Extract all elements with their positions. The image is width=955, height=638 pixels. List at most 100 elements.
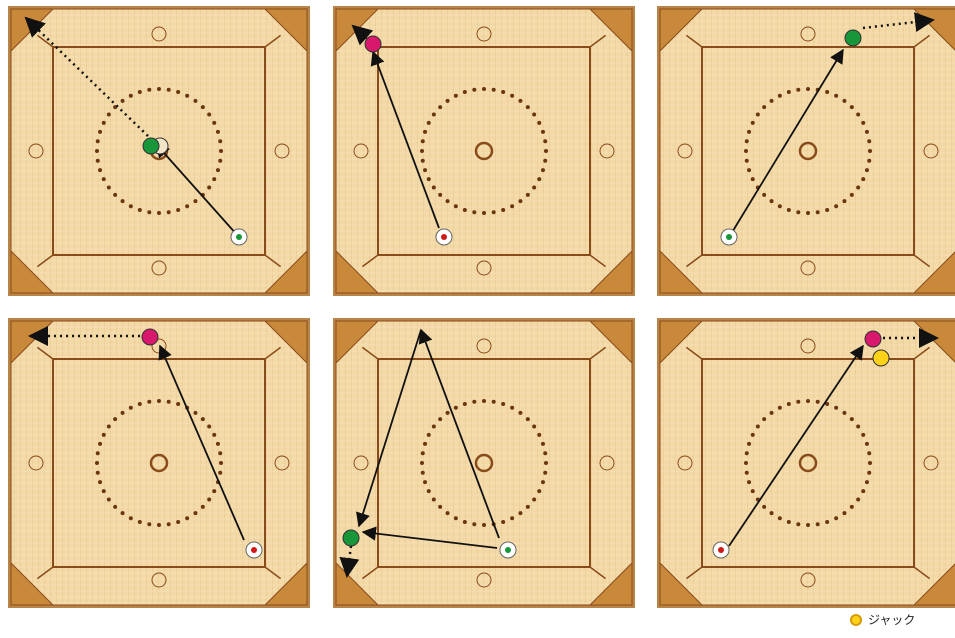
center-dot <box>423 442 427 446</box>
center-dot <box>201 417 205 421</box>
center-dot <box>747 480 751 484</box>
center-dot <box>432 425 436 429</box>
center-dot <box>98 442 102 446</box>
board-4-drawing <box>8 318 310 608</box>
center-dot <box>510 516 514 520</box>
center-dot <box>454 406 458 410</box>
center-dot <box>482 523 486 527</box>
center-dot <box>121 511 125 515</box>
center-dot <box>482 211 486 215</box>
center-dot <box>147 400 151 404</box>
center-dot <box>796 88 800 92</box>
center-dot <box>185 516 189 520</box>
center-dot <box>526 105 530 109</box>
center-dot <box>532 113 536 117</box>
center-dot <box>518 411 522 415</box>
center-dot <box>816 210 820 214</box>
center-dot <box>526 193 530 197</box>
center-dot <box>825 90 829 94</box>
center-dot <box>745 159 749 163</box>
center-dot <box>423 130 427 134</box>
center-dot <box>420 461 424 465</box>
center-dot <box>472 88 476 92</box>
center-dot <box>537 433 541 437</box>
center-dot <box>102 121 106 125</box>
center-dot <box>121 199 125 203</box>
center-dot <box>423 480 427 484</box>
center-dot <box>121 411 125 415</box>
center-dot <box>778 94 782 98</box>
center-dot <box>219 149 223 153</box>
center-dot <box>778 516 782 520</box>
center-dot <box>806 211 810 215</box>
striker-center <box>251 547 257 553</box>
center-dot <box>751 121 755 125</box>
center-dot <box>138 402 142 406</box>
center-dot <box>778 406 782 410</box>
center-dot <box>850 417 854 421</box>
center-dot <box>472 400 476 404</box>
center-dot <box>541 168 545 172</box>
center-dot <box>107 185 111 189</box>
center-dot <box>842 511 846 515</box>
center-dot <box>834 516 838 520</box>
center-dot <box>501 90 505 94</box>
center-dot <box>423 168 427 172</box>
center-dot <box>770 411 774 415</box>
center-dot <box>770 99 774 103</box>
center-dot <box>176 402 180 406</box>
center-dot <box>107 425 111 429</box>
target-piece <box>343 530 359 546</box>
center-dot <box>212 489 216 493</box>
center-dot <box>756 113 760 117</box>
center-dot <box>438 417 442 421</box>
center-dot <box>492 88 496 92</box>
center-dot <box>834 406 838 410</box>
center-dot <box>842 411 846 415</box>
center-dot <box>96 451 100 455</box>
center-dot <box>176 90 180 94</box>
center-dot <box>537 121 541 125</box>
carrom-board-6 <box>657 318 955 608</box>
target-piece <box>865 331 881 347</box>
center-dot <box>865 442 869 446</box>
center-dot <box>176 520 180 524</box>
center-dot <box>421 139 425 143</box>
center-dot <box>218 471 222 475</box>
center-dot <box>463 520 467 524</box>
center-dot <box>427 177 431 181</box>
center-dot <box>744 149 748 153</box>
center-dot <box>501 520 505 524</box>
center-dot <box>796 522 800 526</box>
striker-center <box>718 547 724 553</box>
center-dot <box>107 113 111 117</box>
center-dot <box>816 522 820 526</box>
center-dot <box>427 489 431 493</box>
center-dot <box>825 208 829 212</box>
center-dot <box>446 199 450 203</box>
center-dot <box>121 99 125 103</box>
board-surface <box>336 321 632 605</box>
center-dot <box>543 471 547 475</box>
center-dot <box>543 139 547 143</box>
legend: ジャック <box>850 611 915 628</box>
center-dot <box>787 90 791 94</box>
center-dot <box>98 130 102 134</box>
center-dot <box>96 139 100 143</box>
center-dot <box>745 471 749 475</box>
center-dot <box>113 417 117 421</box>
center-dot <box>482 87 486 91</box>
center-dot <box>432 185 436 189</box>
center-dot <box>747 168 751 172</box>
center-dot <box>856 425 860 429</box>
center-dot <box>446 511 450 515</box>
center-dot <box>861 121 865 125</box>
center-dot <box>770 511 774 515</box>
center-dot <box>510 204 514 208</box>
center-dot <box>787 520 791 524</box>
center-dot <box>865 130 869 134</box>
center-dot <box>193 511 197 515</box>
board-surface <box>11 321 307 605</box>
center-dot <box>138 90 142 94</box>
center-dot <box>861 433 865 437</box>
